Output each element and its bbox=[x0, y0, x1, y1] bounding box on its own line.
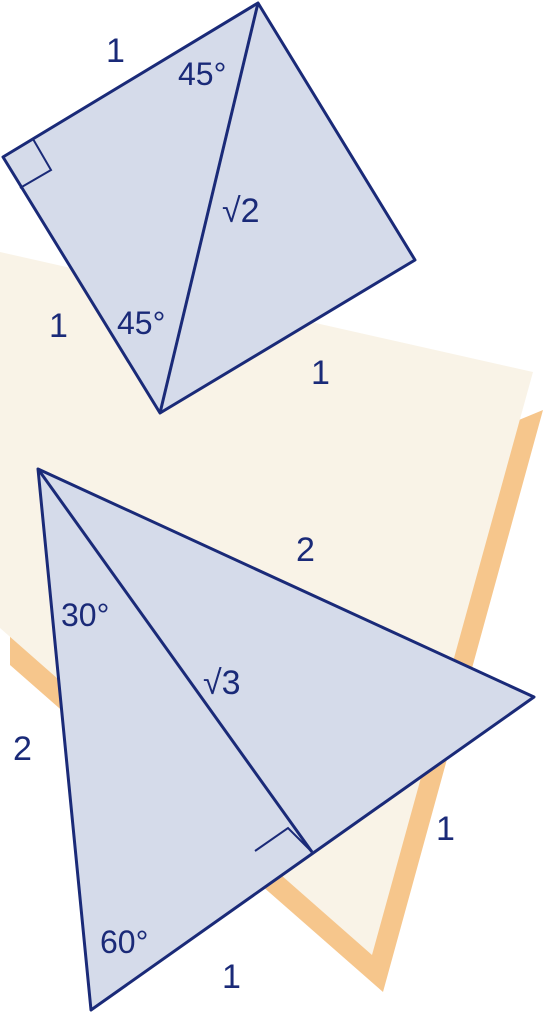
triangle-angle-bottom-label: 60° bbox=[100, 924, 148, 960]
triangle-right-angle-mark bbox=[254, 826, 313, 853]
square-diagonal-label: √2 bbox=[222, 192, 260, 230]
square-diagonal bbox=[158, 2, 260, 414]
triangle-altitude-label: √3 bbox=[203, 664, 241, 702]
square-side-bottom-label: 1 bbox=[311, 354, 330, 392]
square-side-top-label: 1 bbox=[106, 32, 125, 70]
square-angle-bottom-label: 45° bbox=[117, 305, 165, 341]
square-right-angle-mark bbox=[19, 138, 53, 189]
triangle-left-side-label: 2 bbox=[13, 730, 32, 768]
square-side-left-label: 1 bbox=[49, 307, 68, 345]
triangle-angle-top-label: 30° bbox=[61, 597, 109, 633]
triangle-right-side-label: 1 bbox=[436, 810, 455, 848]
triangle-altitude bbox=[36, 468, 314, 853]
triangle-figure: 2 2 1 1 30° 60° √3 bbox=[13, 467, 536, 1012]
square-figure: 1 1 1 45° 45° √2 bbox=[1, 1, 417, 415]
square-angle-top-label: 45° bbox=[178, 56, 226, 92]
triangle-hypotenuse-label: 2 bbox=[296, 531, 315, 569]
triangle-bottom-side-label: 1 bbox=[222, 958, 241, 996]
triangle-shape bbox=[36, 467, 536, 1012]
